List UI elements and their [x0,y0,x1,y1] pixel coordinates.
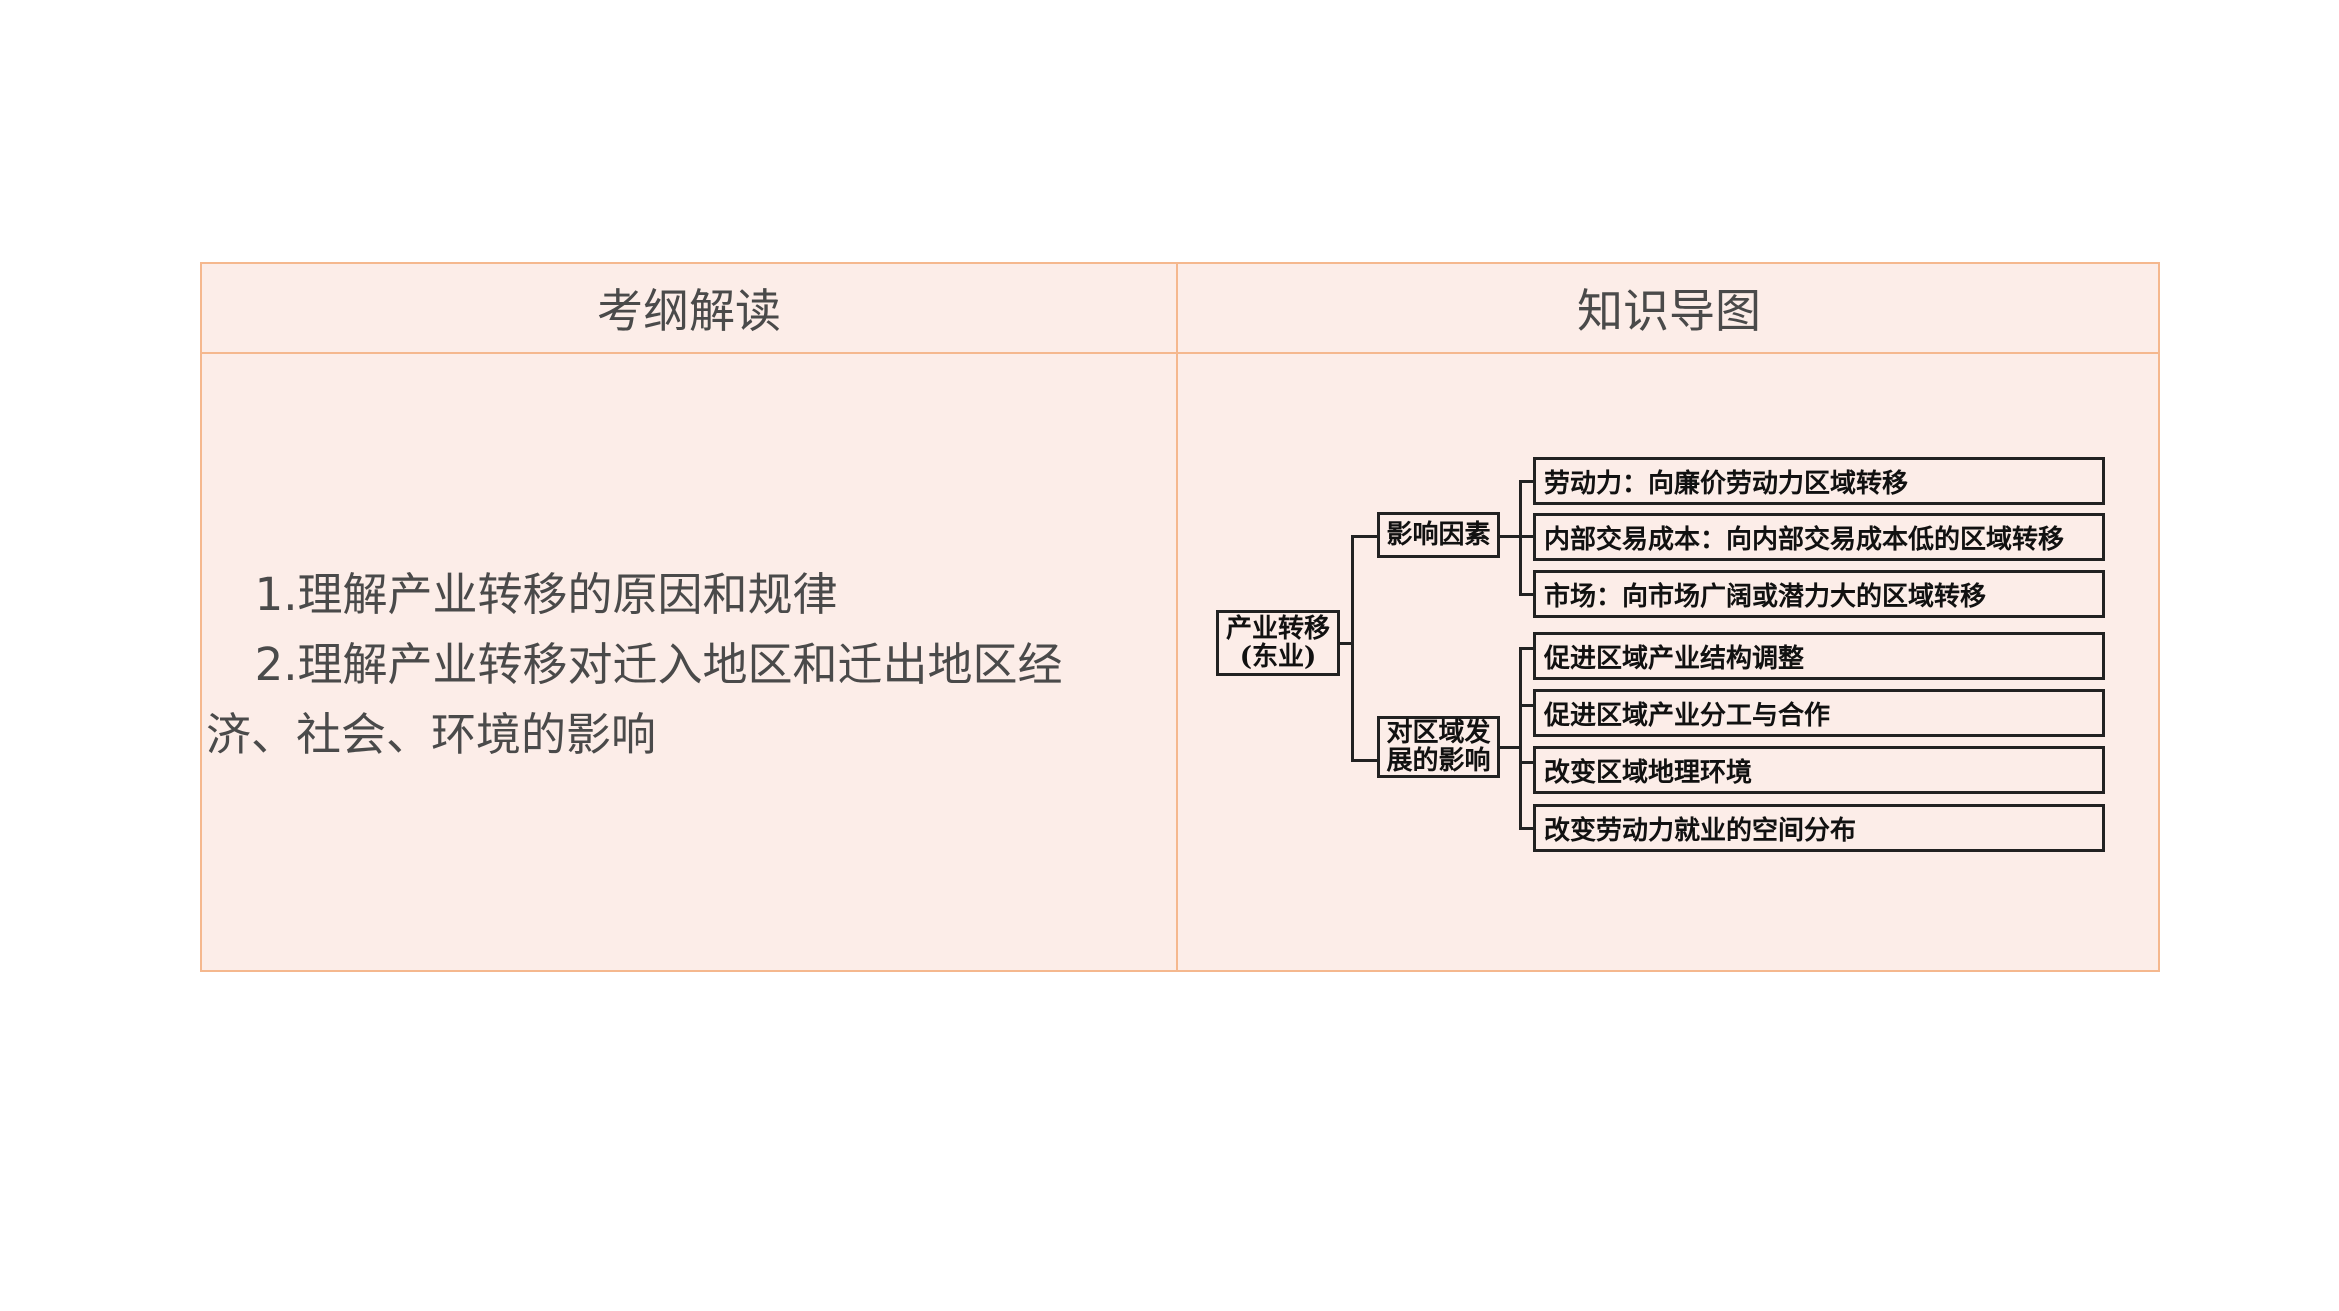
syllabus-text: 1.理解产业转移的原因和规律 2.理解产业转移对迁入地区和迁出地区经济、社会、环… [206,560,1146,770]
factor-labor-text: 劳动力：向廉价劳动力区域转移 [1544,468,1909,499]
connector [1519,480,1533,483]
impact-division-cooperation-text: 促进区域产业分工与合作 [1544,700,1831,731]
mindmap-root-line2: (东业) [1239,642,1317,672]
impact-employment: 改变劳动力就业的空间分布 [1533,804,2105,852]
connector [1340,642,1352,645]
connector [1519,535,1533,538]
factor-market-text: 市场：向市场广阔或潜力大的区域转移 [1544,581,1987,612]
impact-employment-text: 改变劳动力就业的空间分布 [1544,815,1857,846]
connector [1519,647,1522,830]
connector [1500,535,1520,538]
factor-market: 市场：向市场广阔或潜力大的区域转移 [1533,570,2105,618]
impact-industrial-structure-text: 促进区域产业结构调整 [1544,643,1805,674]
connector [1519,704,1533,707]
connector [1519,647,1533,650]
mindmap-factors-label: 影响因素 [1386,520,1491,550]
header-divider [202,352,2158,354]
connector [1519,827,1533,830]
syllabus-item-2: 2.理解产业转移对迁入地区和迁出地区经济、社会、环境的影响 [206,638,1063,761]
impact-environment-text: 改变区域地理环境 [1544,757,1753,788]
connector [1351,535,1377,538]
mindmap-root-line1: 产业转移 [1225,614,1330,644]
connector [1351,535,1354,762]
connector [1519,593,1533,596]
mindmap-root: 产业转移 (东业) [1216,610,1340,676]
connector [1519,761,1533,764]
impact-environment: 改变区域地理环境 [1533,746,2105,794]
column-divider [1176,264,1178,970]
mindmap-impacts-line2: 展的影响 [1386,746,1491,776]
factor-transaction-cost-text: 内部交易成本：向内部交易成本低的区域转移 [1544,524,2065,555]
mindmap-impacts: 对区域发 展的影响 [1377,716,1500,778]
syllabus-item-1: 1.理解产业转移的原因和规律 [254,568,838,621]
impact-industrial-structure: 促进区域产业结构调整 [1533,632,2105,680]
header-knowledge-map: 知识导图 [1577,284,1761,338]
connector [1500,746,1520,749]
header-syllabus: 考纲解读 [597,284,781,338]
impact-division-cooperation: 促进区域产业分工与合作 [1533,689,2105,737]
connector [1351,759,1377,762]
factor-transaction-cost: 内部交易成本：向内部交易成本低的区域转移 [1533,513,2105,561]
factor-labor: 劳动力：向廉价劳动力区域转移 [1533,457,2105,505]
mindmap-factors: 影响因素 [1377,512,1500,558]
mindmap-impacts-line1: 对区域发 [1386,718,1491,748]
